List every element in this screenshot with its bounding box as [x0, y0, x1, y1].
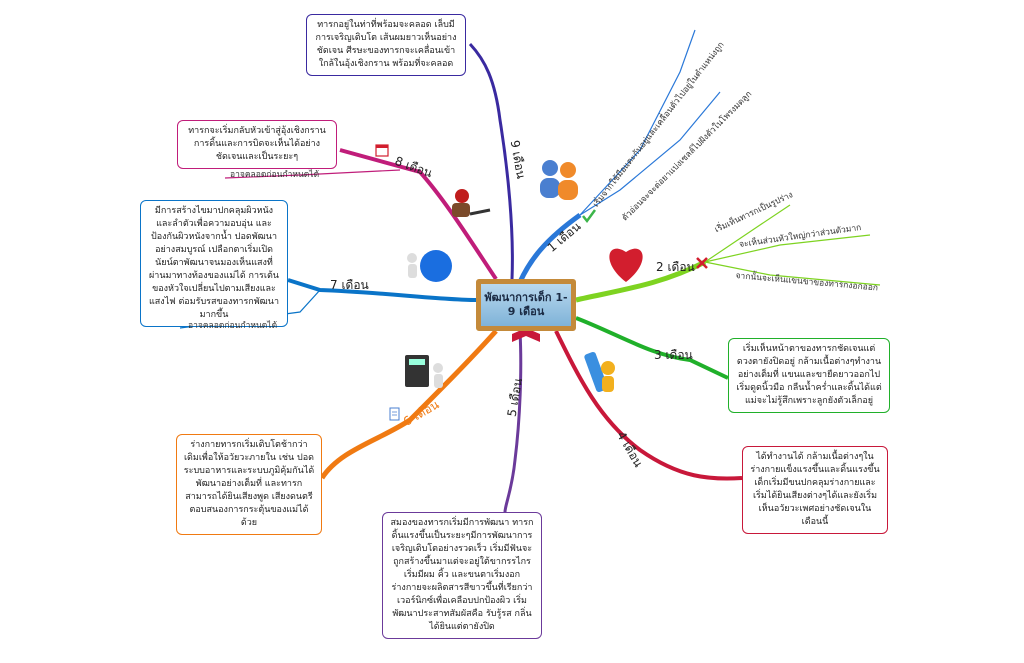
heart-icon: [609, 248, 643, 282]
people-icon: [540, 160, 578, 200]
branch-month-1: [517, 212, 582, 284]
calculator-figure-icon: [405, 355, 443, 388]
branch-month-2-leaf-3: [704, 261, 881, 286]
branch-month-2-leaf-2: [704, 234, 871, 263]
branch-month-3: [575, 316, 729, 380]
branch-month-4: [554, 330, 743, 481]
branch-month-7: [287, 278, 477, 302]
month-5-description: สมองของทารกเริ่มมีการพัฒนา ทารกดิ้นแรงขึ…: [382, 512, 542, 639]
month-4-description: ได้ทำงานได้ กล้ามเนื้อต่างๆในร่างกายแข็ง…: [742, 446, 888, 534]
central-topic: พัฒนาการเด็ก 1-9 เดือน: [476, 279, 576, 331]
branch-month-2: [575, 259, 707, 303]
branch-month-2-leaf-1: [704, 204, 791, 263]
month-7-leaf: อาจคลอดก่อนกำหนดได้: [188, 321, 278, 331]
pencil-figure-icon: [584, 351, 615, 393]
month-9-description: ทารกอยู่ในท่าที่พร้อมจะคลอด เล็บมีการเจร…: [306, 14, 466, 76]
month-3-description: เริ่มเห็นหน้าตาของทารกชัดเจนแต่ดวงตายังป…: [728, 338, 890, 413]
globe-figure-icon: [407, 250, 452, 282]
check-icon: [582, 209, 597, 224]
month-8-leaf: อาจคลอดก่อนกำหนดได้: [230, 170, 320, 180]
cross-icon: [696, 257, 708, 269]
month-2-label: 2 เดือน: [656, 260, 695, 274]
branch-month-1-leaf-2: [579, 91, 721, 216]
branch-month-5: [503, 330, 523, 513]
month-3-label: 3 เดือน: [654, 348, 693, 362]
branch-month-6: [319, 329, 498, 480]
month-7-description: มีการสร้างไขมาปกคลุมผิวหนังและลำตัวเพื่อ…: [140, 200, 288, 327]
branch-month-1-leaf-1: [579, 29, 696, 216]
calendar-icon: [375, 144, 389, 157]
document-icon: [389, 407, 400, 421]
branch-month-8: [339, 148, 498, 281]
branch-month-9: [468, 42, 514, 280]
month-8-description: ทารกจะเริ่มกลับหัวเข้าสู่อุ้งเชิงกราน กา…: [177, 120, 337, 169]
book-icon: [512, 328, 540, 342]
month-7-label: 7 เดือน: [330, 278, 369, 292]
branch-month-8-leaf: [224, 169, 401, 179]
running-boy-icon: [452, 189, 491, 217]
month-6-description: ร่างกายทารกเริ่มเติบโตช้ากว่าเดิมเพื่อให…: [176, 434, 322, 535]
